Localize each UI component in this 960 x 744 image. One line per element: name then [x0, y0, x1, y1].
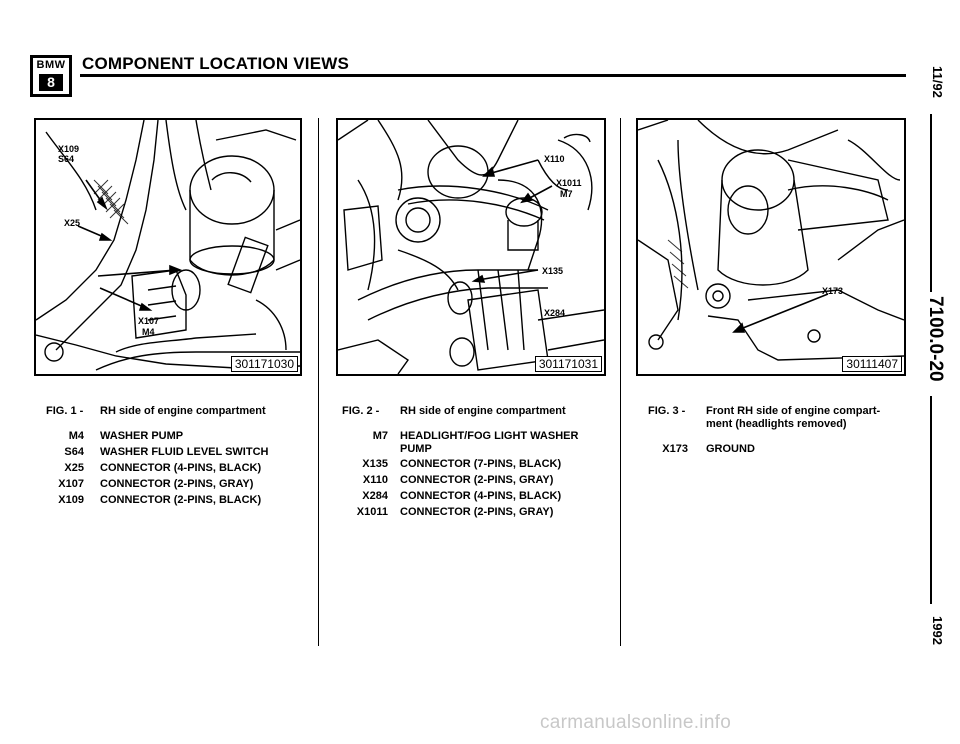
legend-desc: WASHER PUMP [100, 430, 184, 442]
legend-code: X109 [58, 494, 84, 506]
figure-1-legend-row: S64 WASHER FLUID LEVEL SWITCH [40, 446, 310, 460]
legend-code: S64 [64, 446, 84, 458]
figure-1-drawing [36, 120, 300, 371]
figure-3-image: X173 30111407 [636, 118, 906, 376]
figure-1-legend-row: X107 CONNECTOR (2-PINS, GRAY) [40, 478, 310, 492]
figure-2-code: 301171031 [534, 356, 602, 372]
page-title: COMPONENT LOCATION VIEWS [82, 54, 350, 73]
figure-1-image: X109 S64 X25 X107 M4 301171030 [34, 118, 302, 376]
figure-1-number: FIG. 1 - [46, 405, 84, 417]
legend-desc: CONNECTOR (4-PINS, BLACK) [100, 462, 262, 474]
legend-code: M7 [372, 430, 388, 442]
side-year: 1992 [930, 616, 945, 645]
legend-desc: CONNECTOR (2-PINS, GRAY) [400, 474, 554, 486]
header-rule [80, 74, 906, 77]
watermark: carmanualsonline.info [540, 712, 732, 733]
legend-desc: HEADLIGHT/FOG LIGHT WASHER [400, 430, 579, 442]
figure-3-code: 30111407 [842, 356, 902, 372]
callout-s64: S64 [58, 154, 75, 164]
legend-desc: GROUND [706, 443, 755, 455]
side-date: 11/92 [930, 66, 945, 98]
logo-series-badge: 8 [39, 74, 63, 91]
figure-1-caption: RH side of engine compartment [100, 405, 266, 417]
figure-2-legend-row: PUMP [330, 443, 620, 457]
side-rule-mid [930, 396, 932, 604]
legend-desc: CONNECTOR (4-PINS, BLACK) [400, 490, 562, 502]
figure-2-caption: RH side of engine compartment [400, 405, 566, 417]
figure-2-legend-row: X1011 CONNECTOR (2-PINS, GRAY) [330, 506, 620, 520]
legend-desc: CONNECTOR (2-PINS, GRAY) [400, 506, 554, 518]
legend-code: X110 [362, 474, 388, 486]
figure-2-legend-row: X110 CONNECTOR (2-PINS, GRAY) [330, 474, 620, 488]
legend-desc-continued: PUMP [400, 443, 432, 455]
legend-code: X284 [362, 490, 388, 502]
callout-x173: X173 [822, 286, 844, 296]
legend-desc: WASHER FLUID LEVEL SWITCH [100, 446, 269, 458]
legend-code: X135 [362, 458, 388, 470]
figure-2-legend-row: M7 HEADLIGHT/FOG LIGHT WASHER [330, 430, 620, 444]
figure-1-legend-row: M4 WASHER PUMP [40, 430, 310, 444]
column-divider-2 [620, 118, 621, 646]
legend-desc: CONNECTOR (2-PINS, GRAY) [100, 478, 254, 490]
side-section-number: 7100.0-20 [925, 296, 946, 382]
side-rule-top [930, 114, 932, 292]
callout-x25: X25 [64, 218, 81, 228]
logo-bmw-text: BMW [36, 59, 66, 71]
column-divider-1 [318, 118, 319, 646]
figure-1-legend-row: X25 CONNECTOR (4-PINS, BLACK) [40, 462, 310, 476]
callout-m4: M4 [142, 327, 155, 337]
figure-3-legend-row: X173 GROUND [636, 443, 926, 457]
callout-x109: X109 [58, 144, 80, 154]
legend-code: X173 [662, 443, 688, 455]
legend-desc: CONNECTOR (7-PINS, BLACK) [400, 458, 562, 470]
callout-x135: X135 [542, 266, 564, 276]
figure-3-drawing [638, 120, 904, 361]
figure-2-legend-row: X135 CONNECTOR (7-PINS, BLACK) [330, 458, 620, 472]
callout-x110: X110 [544, 154, 565, 164]
figure-2-image: X110 X1011 M7 X135 X284 301171031 [336, 118, 606, 376]
legend-code: X1011 [356, 506, 388, 518]
figure-3-caption-continued: ment (headlights removed) [706, 418, 847, 430]
callout-x1011: X1011 [556, 178, 582, 188]
figure-1-legend-row: X109 CONNECTOR (2-PINS, BLACK) [40, 494, 310, 508]
legend-desc: CONNECTOR (2-PINS, BLACK) [100, 494, 262, 506]
figure-3-caption: Front RH side of engine compart- [706, 405, 881, 417]
callout-m7: M7 [560, 189, 573, 199]
figure-2-number: FIG. 2 - [342, 405, 380, 417]
legend-code: X25 [64, 462, 84, 474]
legend-code: M4 [68, 430, 84, 442]
callout-x284: X284 [544, 308, 566, 318]
figure-3-number: FIG. 3 - [648, 405, 686, 417]
callout-x107: X107 [138, 316, 160, 326]
figure-2-legend-row: X284 CONNECTOR (4-PINS, BLACK) [330, 490, 620, 504]
bmw-8-logo: BMW 8 [30, 55, 72, 97]
figure-1-code: 301171030 [230, 356, 298, 372]
legend-code: X107 [58, 478, 84, 490]
